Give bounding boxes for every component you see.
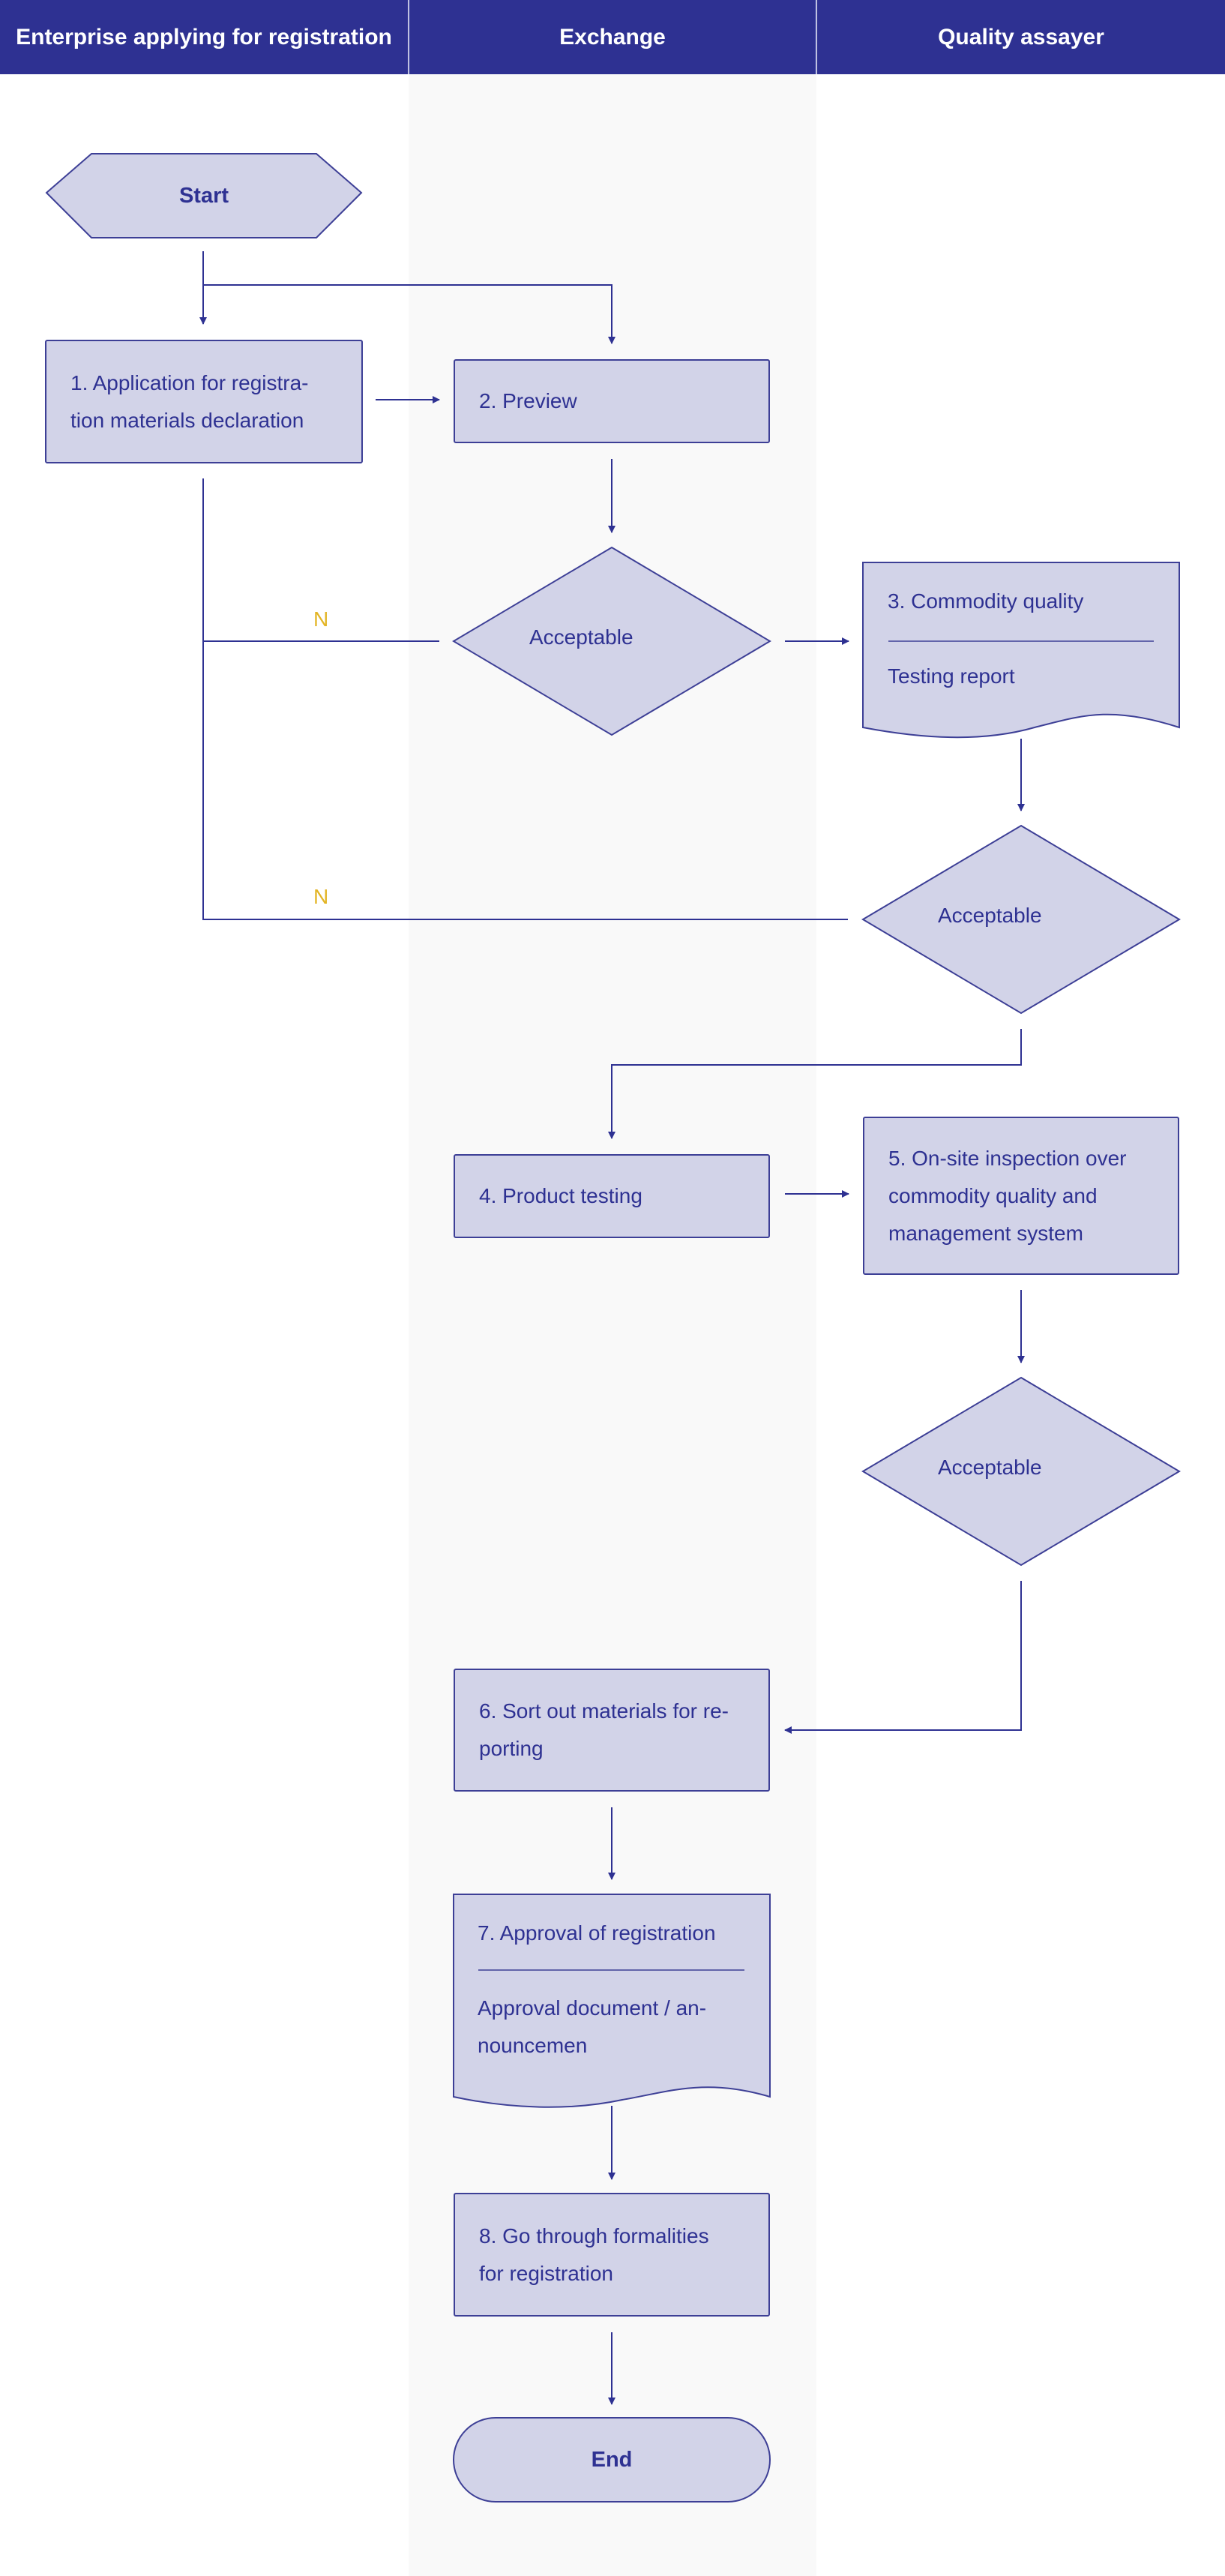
step1-line1: 1. Application for registra- [70,370,309,394]
decision-diamond-1 [452,546,771,736]
step1-line2: tion materials declaration [70,408,304,432]
decision2-label: Acceptable [938,904,1042,927]
step7-title: 7. Approval of registration [478,1921,716,1945]
step4-product-testing-box: 4. Product testing [454,1154,770,1238]
step5-line1: 5. On-site inspection over [888,1146,1127,1170]
start-label: Start [178,184,229,208]
step7-sub-line1: Approval document / an- [478,1996,707,2020]
step6-sort-materials-box: 6. Sort out materials for re- porting [454,1669,770,1792]
step8-line2: for registration [479,2261,613,2285]
decision-diamond-3 [861,1376,1181,1567]
step6-line1: 6. Sort out materials for re- [479,1699,729,1723]
connector-decision2-no [202,641,848,920]
end-terminator [453,2417,771,2503]
step8-formalities-box: 8. Go through formalities for registrati… [454,2193,770,2317]
connector-start-step2 [203,284,615,344]
connector-decision2-step4 [608,1029,1022,1139]
no-label-1: N [313,607,329,631]
step5-onsite-inspection-box: 5. On-site inspection over commodity qua… [863,1117,1179,1275]
decision1-label: Acceptable [529,625,633,649]
step5-line3: management system [888,1221,1083,1245]
document-shape-step3 [862,562,1180,739]
step7-sub-line2: nouncemen [478,2034,588,2057]
lane-header-assayer: Quality assayer [817,0,1225,74]
lane-header-exchange: Exchange [409,0,816,74]
connectors [199,251,1025,2405]
step4-label: 4. Product testing [479,1184,642,1207]
step2-preview-box: 2. Preview [454,359,770,443]
start-hexagon [45,153,363,238]
step1-application-box: 1. Application for registra- tion materi… [45,340,363,463]
lane-header-enterprise: Enterprise applying for registration [0,0,408,74]
decision-diamond-2 [861,824,1181,1015]
step3-title: 3. Commodity quality [888,589,1084,613]
step6-line2: porting [479,1737,544,1760]
step5-line2: commodity quality and [888,1183,1098,1207]
step2-label: 2. Preview [479,389,577,412]
decision3-label: Acceptable [938,1456,1042,1479]
step3-subtitle: Testing report [888,664,1015,688]
document-shape-step7 [453,1894,771,2108]
connector-decision3-step6 [784,1581,1022,1734]
end-label: End [591,2448,633,2472]
no-label-2: N [313,885,329,908]
step8-line1: 8. Go through formalities [479,2224,709,2248]
